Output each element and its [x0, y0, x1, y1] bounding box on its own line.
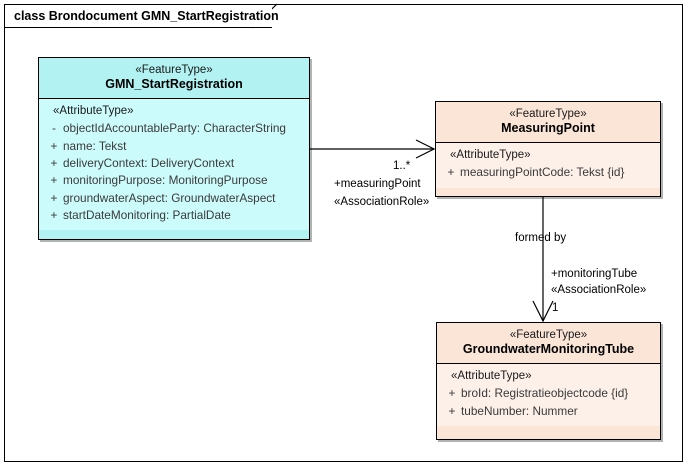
class-box-gmn-startregistration[interactable]: «FeatureType» GMN_StartRegistration «Att…: [38, 57, 310, 240]
attribute-row: + groundwaterAspect: GroundwaterAspect: [45, 190, 305, 207]
class-name: GroundwaterMonitoringTube: [462, 342, 635, 357]
attribute-text: measuringPointCode: Tekst {id}: [460, 165, 625, 180]
class-box-measuringpoint[interactable]: «FeatureType» MeasuringPoint «AttributeT…: [435, 101, 661, 197]
association-multiplicity-mp-gmt: 1: [552, 302, 559, 314]
attribute-text: deliveryContext: DeliveryContext: [63, 155, 235, 170]
class-stereotype: «FeatureType»: [509, 108, 587, 120]
association-name-mp-gmt: formed by: [515, 232, 567, 244]
class-header-groundwatermonitoringtube: «FeatureType» GroundwaterMonitoringTube: [437, 323, 660, 365]
attribute-visibility: +: [448, 403, 456, 418]
class-attributes-gmn-startregistration: «AttributeType» - objectIdAccountablePar…: [39, 99, 309, 231]
attribute-visibility: +: [50, 173, 58, 188]
attribute-row: + measuringPointCode: Tekst {id}: [442, 164, 656, 181]
class-header-gmn-startregistration: «FeatureType» GMN_StartRegistration: [39, 58, 309, 100]
attribute-row: + broId: Registratieobjectcode {id}: [443, 385, 656, 402]
attribute-row: + name: Tekst: [45, 138, 305, 155]
class-attributes-measuringpoint: «AttributeType» + measuringPointCode: Te…: [436, 143, 660, 188]
class-stereotype: «FeatureType»: [509, 329, 588, 341]
diagram-title: class Brondocument GMN_StartRegistration: [14, 9, 279, 23]
attribute-text: objectIdAccountableParty: CharacterStrin…: [63, 121, 286, 136]
attribute-compartment-stereotype: «AttributeType»: [53, 105, 134, 118]
attribute-row: + monitoringPurpose: MonitoringPurpose: [45, 172, 305, 189]
class-stereotype: «FeatureType»: [135, 64, 213, 76]
association-role-gmn-mp: +measuringPoint: [334, 178, 421, 190]
class-box-groundwatermonitoringtube[interactable]: «FeatureType» GroundwaterMonitoringTube …: [436, 322, 661, 440]
attribute-text: monitoringPurpose: MonitoringPurpose: [63, 173, 268, 188]
attribute-text: tubeNumber: Nummer: [461, 403, 578, 418]
attribute-visibility: +: [50, 138, 58, 153]
attribute-visibility: +: [50, 155, 58, 170]
association-stereotype-gmn-mp: «AssociationRole»: [334, 196, 430, 208]
class-name: MeasuringPoint: [501, 121, 595, 136]
attribute-visibility: +: [50, 190, 58, 205]
association-multiplicity-gmn-mp: 1..*: [393, 160, 411, 172]
attribute-row: + deliveryContext: DeliveryContext: [45, 155, 305, 172]
attribute-visibility: -: [52, 121, 56, 136]
attribute-compartment-stereotype: «AttributeType»: [451, 370, 532, 383]
attribute-visibility: +: [447, 165, 455, 180]
attribute-text: broId: Registratieobjectcode {id}: [461, 386, 629, 401]
attribute-visibility: +: [50, 207, 58, 222]
attribute-text: startDateMonitoring: PartialDate: [63, 207, 231, 222]
class-attributes-groundwatermonitoringtube: «AttributeType» + broId: Registratieobje…: [437, 364, 660, 426]
attribute-text: name: Tekst: [63, 138, 127, 153]
attribute-row: + startDateMonitoring: PartialDate: [45, 207, 305, 224]
attribute-text: groundwaterAspect: GroundwaterAspect: [63, 190, 276, 205]
class-name: GMN_StartRegistration: [105, 77, 243, 92]
class-header-measuringpoint: «FeatureType» MeasuringPoint: [436, 102, 660, 144]
attribute-row: - objectIdAccountableParty: CharacterStr…: [45, 120, 305, 137]
attribute-visibility: +: [448, 386, 456, 401]
attribute-row: + tubeNumber: Nummer: [443, 403, 656, 420]
diagram-tab: class Brondocument GMN_StartRegistration: [4, 4, 279, 28]
attribute-compartment-stereotype: «AttributeType»: [450, 149, 531, 162]
association-role-mp-gmt: +monitoringTube: [551, 268, 638, 280]
association-stereotype-mp-gmt: «AssociationRole»: [551, 284, 647, 296]
